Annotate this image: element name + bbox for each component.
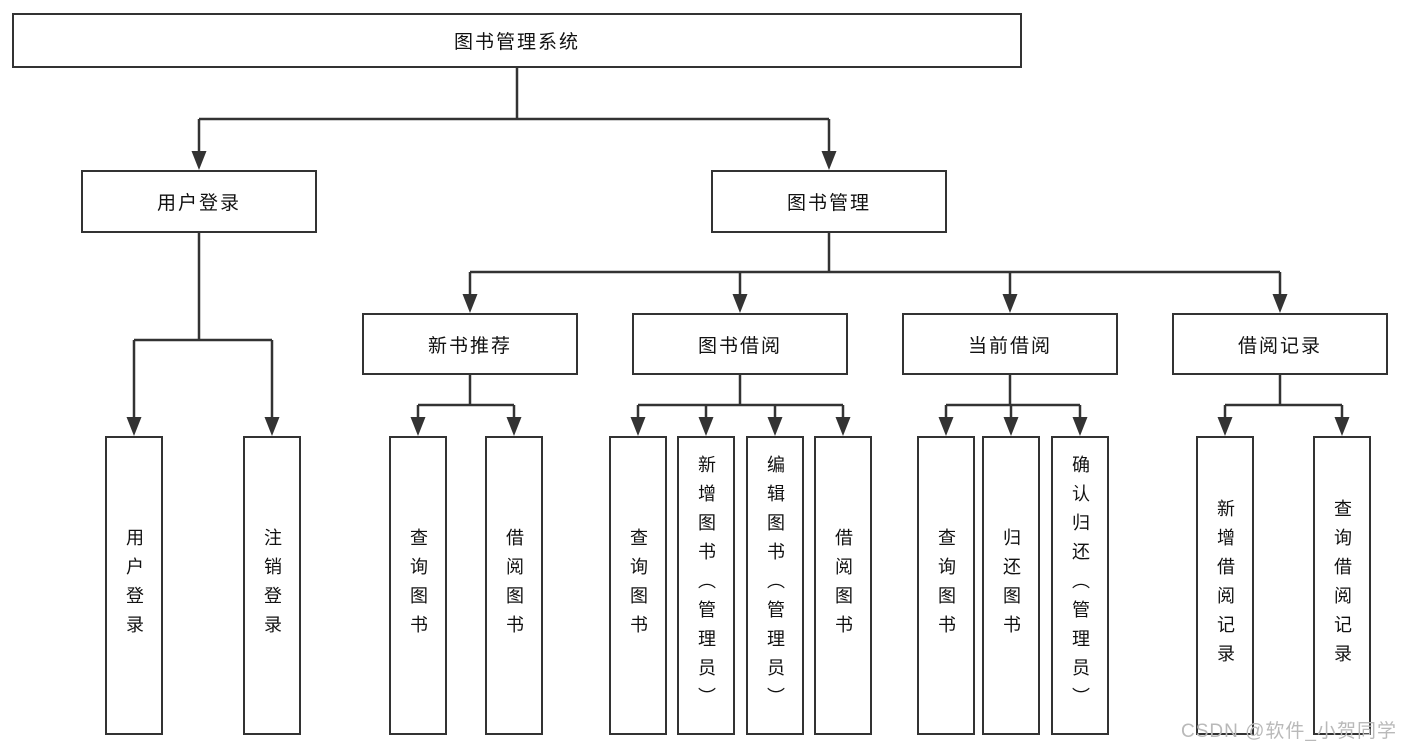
leaf-query-books-current: 查询图书	[917, 436, 975, 735]
node-root: 图书管理系统	[12, 13, 1022, 68]
leaf-query-borrow-record: 查询借阅记录	[1313, 436, 1371, 735]
leaf-add-book-admin: 新增图书（管理员）	[677, 436, 735, 735]
leaf-logout: 注销登录	[243, 436, 301, 735]
leaf-return-book: 归还图书	[982, 436, 1040, 735]
node-borrow-records: 借阅记录	[1172, 313, 1388, 375]
leaf-query-books-borrow: 查询图书	[609, 436, 667, 735]
node-current-borrow: 当前借阅	[902, 313, 1118, 375]
leaf-edit-book-admin: 编辑图书（管理员）	[746, 436, 804, 735]
node-new-book-recommend: 新书推荐	[362, 313, 578, 375]
leaf-borrow-books-recommend: 借阅图书	[485, 436, 543, 735]
node-user-login: 用户登录	[81, 170, 317, 233]
node-book-management: 图书管理	[711, 170, 947, 233]
leaf-borrow-books: 借阅图书	[814, 436, 872, 735]
node-book-borrow: 图书借阅	[632, 313, 848, 375]
watermark: CSDN @软件_小贺同学	[1181, 721, 1397, 742]
leaf-add-borrow-record: 新增借阅记录	[1196, 436, 1254, 735]
leaf-confirm-return-admin: 确认归还（管理员）	[1051, 436, 1109, 735]
leaf-query-books-recommend: 查询图书	[389, 436, 447, 735]
leaf-user-login: 用户登录	[105, 436, 163, 735]
